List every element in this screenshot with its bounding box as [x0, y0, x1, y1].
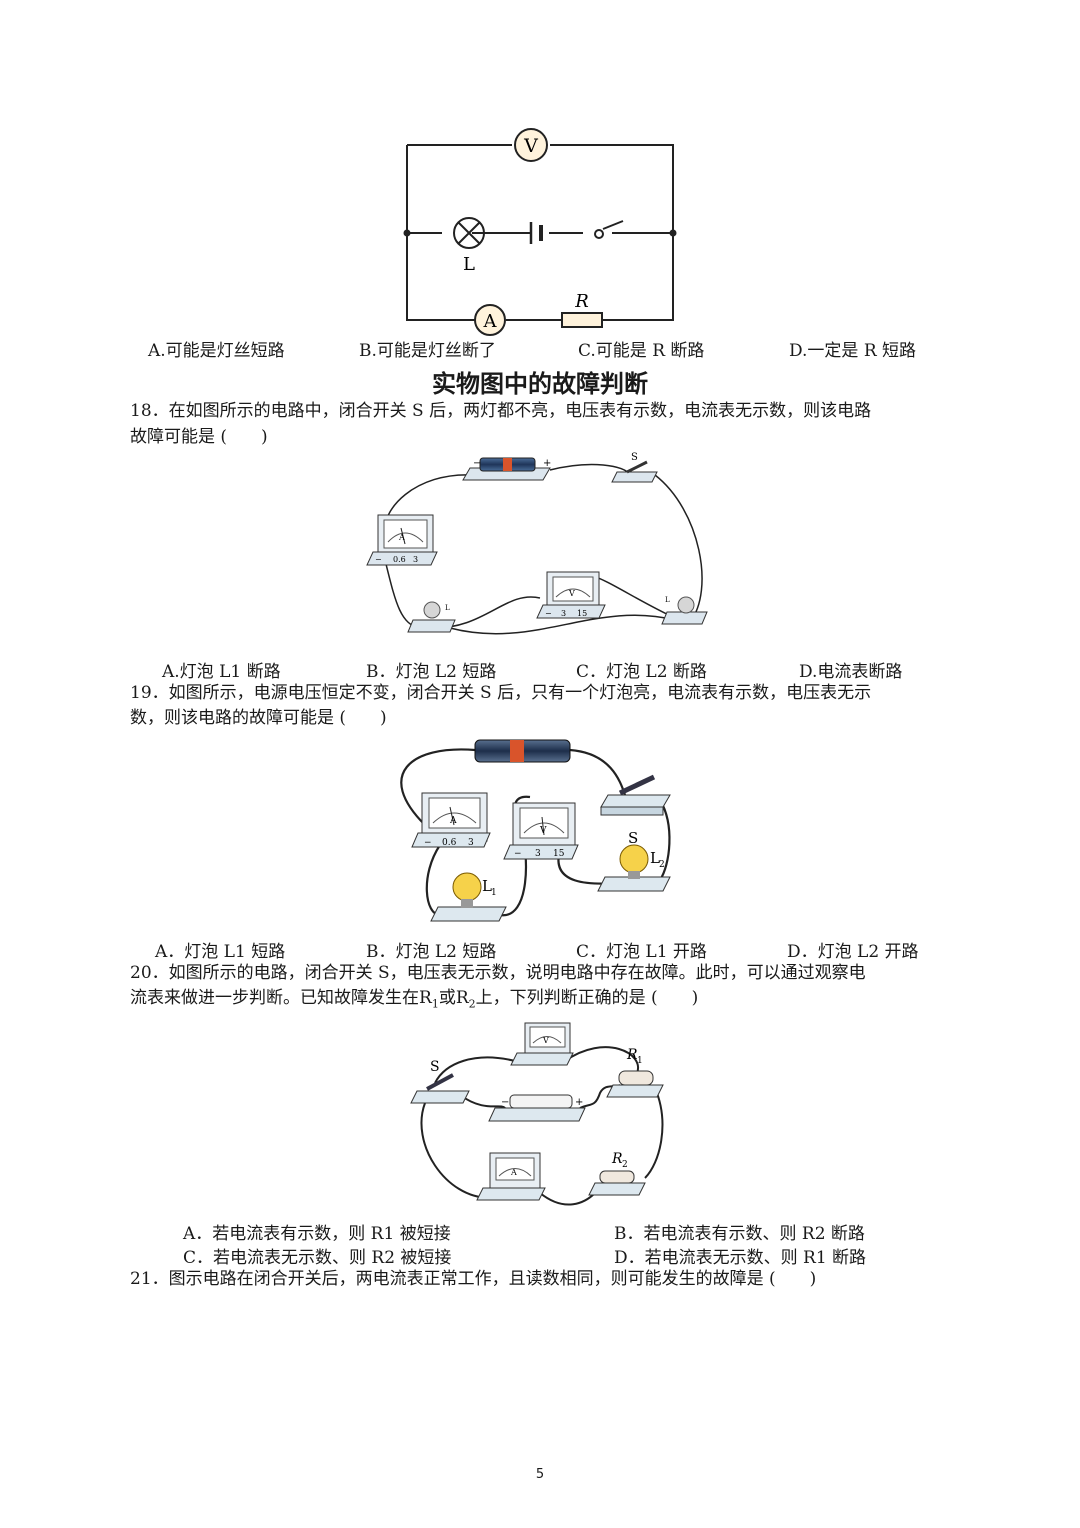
svg-text:−: −: [545, 609, 552, 618]
q18-option-d[interactable]: D.电流表断路: [799, 662, 903, 682]
svg-text:1: 1: [491, 888, 497, 898]
switch-icon: [626, 460, 648, 474]
svg-text:−: −: [473, 458, 481, 469]
svg-text:2: 2: [622, 1160, 628, 1170]
svg-text:A: A: [510, 1168, 517, 1177]
svg-text:3: 3: [535, 849, 541, 859]
svg-text:−: −: [375, 555, 382, 564]
junction-right: [669, 229, 677, 237]
q17-option-a[interactable]: A.可能是灯丝短路: [148, 341, 285, 361]
q19-stem-line2: 数，则该电路的故障可能是 ( ): [130, 708, 387, 728]
svg-text:0.6: 0.6: [442, 838, 457, 848]
q18-option-b[interactable]: B．灯泡 L2 短路: [366, 662, 497, 682]
svg-text:L: L: [650, 849, 660, 867]
svg-text:A: A: [449, 816, 457, 826]
q18-circuit-photo: − + S A − 0.6 3 V − 3 15 L L: [366, 452, 708, 635]
q18-stem-line1: 18．在如图所示的电路中，闭合开关 S 后，两灯都不亮，电压表有示数，电流表无示…: [130, 401, 872, 421]
svg-text:−: −: [514, 849, 522, 859]
q17-option-c[interactable]: C.可能是 R 断路: [578, 341, 705, 361]
svg-text:15: 15: [577, 609, 587, 618]
bulb-l2-icon: [619, 844, 649, 874]
q19-option-d[interactable]: D．灯泡 L2 开路: [787, 942, 919, 962]
q18-option-c[interactable]: C．灯泡 L2 断路: [576, 662, 707, 682]
svg-text:L: L: [665, 596, 670, 604]
svg-text:S: S: [631, 452, 638, 463]
svg-text:R: R: [611, 1151, 623, 1167]
svg-text:−: −: [501, 1097, 509, 1108]
ammeter-label: A: [483, 311, 498, 332]
svg-text:0.6: 0.6: [393, 555, 406, 564]
q17-option-d[interactable]: D.一定是 R 短路: [789, 341, 917, 361]
q20-option-d[interactable]: D．若电流表无示数、则 R1 断路: [614, 1248, 867, 1268]
svg-text:A: A: [398, 533, 405, 542]
svg-text:+: +: [575, 1097, 583, 1108]
q21-stem-line1: 21．图示电路在闭合开关后，两电流表正常工作，且读数相同，则可能发生的故障是 (…: [130, 1269, 817, 1289]
svg-text:2: 2: [659, 860, 665, 870]
bulb-l2-icon: [677, 596, 695, 614]
battery-icon: [509, 1094, 573, 1109]
svg-text:15: 15: [553, 849, 565, 859]
page-number: 5: [535, 1467, 545, 1482]
section-title: 实物图中的故障判断: [432, 370, 648, 398]
switch-icon: [618, 774, 656, 796]
svg-text:R: R: [626, 1047, 638, 1063]
svg-text:S: S: [628, 829, 638, 847]
q20-stem-line2: 流表来做进一步判断。已知故障发生在R1或R2上，下列判断正确的是 ( ): [130, 988, 699, 1011]
svg-text:S: S: [430, 1059, 440, 1075]
voltmeter-label: V: [523, 135, 538, 157]
q20-circuit-photo: V R 1 S − + A R 2: [410, 1022, 664, 1206]
r2-symbol: R: [455, 988, 469, 1008]
svg-text:−: −: [424, 838, 432, 848]
resistor-r2-icon: [599, 1170, 635, 1184]
q20-stem-line1: 20．如图所示的电路，闭合开关 S，电压表无示数，说明电路中存在故障。此时，可以…: [130, 963, 866, 983]
junction-left: [403, 229, 411, 237]
q19-option-b[interactable]: B．灯泡 L2 短路: [366, 942, 497, 962]
q19-option-c[interactable]: C．灯泡 L1 开路: [576, 942, 707, 962]
bulb-l1-icon: [423, 601, 441, 619]
svg-text:1: 1: [637, 1056, 643, 1066]
bulb-l1-icon: [452, 872, 482, 902]
svg-text:3: 3: [468, 838, 474, 848]
q19-stem-line1: 19．如图所示，电源电压恒定不变，闭合开关 S 后，只有一个灯泡亮，电流表有示数…: [130, 683, 872, 703]
r1-symbol: R: [419, 988, 432, 1008]
svg-text:+: +: [543, 458, 551, 469]
q19-circuit-photo: S A − 0.6 3 V − 3 15 L 1 L 2: [400, 739, 671, 922]
svg-text:3: 3: [413, 555, 418, 564]
svg-text:V: V: [568, 589, 575, 598]
svg-text:V: V: [539, 826, 547, 836]
q20-option-a[interactable]: A．若电流表有示数，则 R1 被短接: [183, 1224, 451, 1244]
q19-option-a[interactable]: A．灯泡 L1 短路: [155, 942, 286, 962]
resistor-label: R: [574, 291, 589, 312]
svg-text:3: 3: [561, 609, 566, 618]
resistor-r1-icon: [618, 1070, 654, 1086]
lamp-label: L: [463, 254, 475, 275]
q20-option-c[interactable]: C．若电流表无示数、则 R2 被短接: [183, 1248, 452, 1268]
svg-text:V: V: [542, 1036, 549, 1045]
svg-text:L: L: [445, 604, 450, 612]
q18-stem-line2: 故障可能是 ( ): [130, 427, 268, 447]
q18-option-a[interactable]: A.灯泡 L1 断路: [162, 662, 281, 682]
q20-option-b[interactable]: B．若电流表有示数、则 R2 断路: [614, 1224, 865, 1244]
q17-option-b[interactable]: B.可能是灯丝断了: [359, 341, 496, 361]
svg-text:L: L: [482, 877, 492, 895]
switch-icon: [426, 1073, 454, 1091]
q17-circuit-diagram: V A L R: [403, 128, 677, 336]
